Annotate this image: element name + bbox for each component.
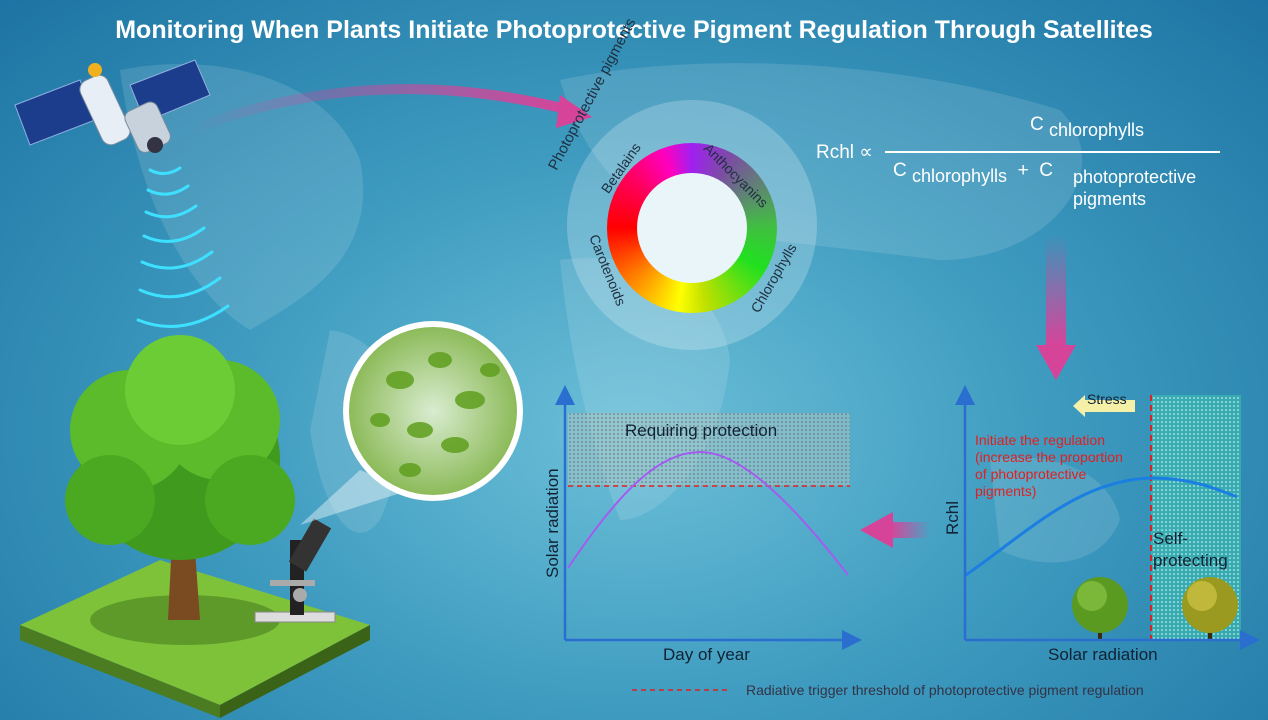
formula-numerator: C chlorophylls: [1030, 114, 1144, 140]
self-protecting-line2: protecting: [1153, 551, 1228, 570]
threshold-legend-label: Radiative trigger threshold of photoprot…: [746, 682, 1144, 698]
proportional-symbol: ∝: [859, 142, 873, 163]
arrow-satellite-to-wheel: [188, 84, 572, 135]
tree-green-icon: [1072, 577, 1128, 640]
plus-symbol: +: [1017, 160, 1029, 181]
formula-lhs: Rchl ∝: [816, 141, 873, 164]
regulation-annotation: Initiate the regulation (increase the pr…: [975, 432, 1123, 500]
sub2-line1: photoprotective: [1073, 167, 1197, 187]
leaf-cells-magnified: [349, 327, 517, 495]
microscope-icon: [254, 518, 336, 623]
stress-arrow: [1073, 395, 1135, 417]
satellite-icon: [14, 59, 211, 153]
denominator-sub2: photoprotective pigments: [1073, 166, 1196, 210]
annotation-line: of photoprotective: [975, 466, 1087, 482]
requiring-protection-region: [568, 413, 850, 486]
self-protecting-line1: Self-: [1153, 529, 1188, 548]
self-protecting-label: Self- protecting: [1153, 528, 1228, 572]
c-symbol: C: [1039, 160, 1054, 181]
denominator-sub1: chlorophylls: [912, 166, 1008, 186]
formula-denominator: C chlorophylls + C: [893, 160, 1054, 186]
stress-label: Stress: [1087, 391, 1127, 407]
c-symbol: C: [893, 160, 907, 181]
right-ylabel: Rchl: [943, 500, 962, 535]
tree-yellowed-icon: [1182, 577, 1238, 640]
requiring-protection-label: Requiring protection: [625, 421, 778, 440]
left-xlabel: Day of year: [663, 645, 750, 664]
numerator-sub: chlorophylls: [1049, 120, 1145, 140]
rchl-symbol: Rchl: [816, 142, 855, 163]
annotation-line: (increase the proportion: [975, 449, 1123, 465]
tree-island: [20, 335, 370, 718]
arrow-down: [1036, 345, 1076, 380]
solar-radiation-curve: [567, 450, 849, 576]
annotation-line: Initiate the regulation: [975, 432, 1105, 448]
c-symbol: C: [1030, 114, 1044, 135]
ring-center: [637, 173, 747, 283]
annotation-line: pigments): [975, 483, 1037, 499]
page-title: Monitoring When Plants Initiate Photopro…: [115, 16, 1153, 44]
left-ylabel: Solar radiation: [543, 468, 562, 578]
rchl-curve: [965, 476, 1238, 577]
arrow-left: [860, 512, 893, 548]
signal-waves: [136, 166, 230, 328]
sub2-line2: pigments: [1073, 189, 1147, 209]
right-xlabel: Solar radiation: [1048, 645, 1158, 664]
